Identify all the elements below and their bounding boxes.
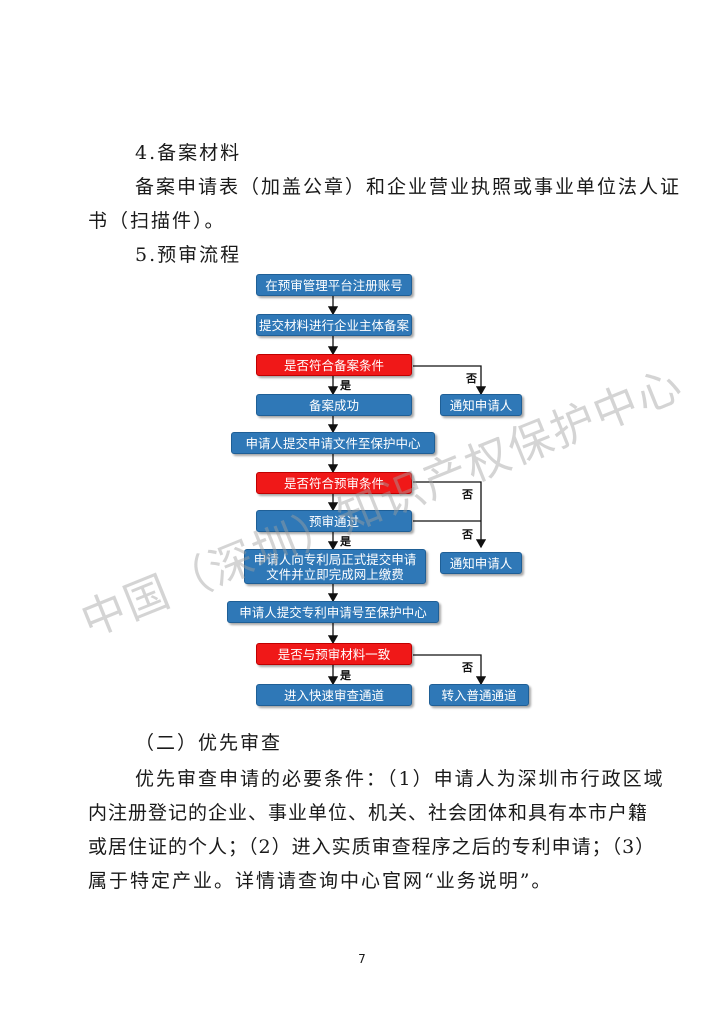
priority-paragraph-line2: 内注册登记的企业、事业单位、机关、社会团体和具有本市户籍 — [88, 802, 649, 824]
flow-no-label-4: 否 — [462, 661, 473, 674]
flow-formal-submission: 申请人向专利局正式提交申请 文件并立即完成网上缴费 — [244, 549, 426, 584]
flow-register-account: 在预审管理平台注册账号 — [256, 274, 412, 296]
page-number: 7 — [358, 952, 366, 966]
section4-paragraph-line1: 备案申请表（加盖公章）和企业营业执照或事业单位法人证 — [135, 176, 682, 198]
priority-paragraph-line1: 优先审查申请的必要条件：（1）申请人为深圳市行政区域 — [135, 768, 665, 790]
priority-paragraph-line3: 或居住证的个人；（2）进入实质审查程序之后的专利申请；（3） — [88, 836, 656, 858]
flow-no-label-1: 否 — [466, 372, 477, 385]
flow-prereview-passed: 预审通过 — [256, 510, 412, 532]
flow-filing-success: 备案成功 — [256, 394, 412, 416]
flow-yes-label-3: 是 — [340, 669, 351, 682]
flowchart-connectors — [327, 296, 487, 686]
flow-no-label-3: 否 — [462, 528, 473, 541]
flow-submit-to-center: 申请人提交申请文件至保护中心 — [231, 432, 435, 454]
flow-normal-track: 转入普通通道 — [429, 684, 529, 706]
flow-yes-label-1: 是 — [340, 379, 351, 392]
priority-heading: （二）优先审查 — [135, 732, 283, 754]
flow-submit-filing: 提交材料进行企业主体备案 — [256, 314, 412, 336]
section5-heading: 5.预审流程 — [135, 244, 242, 266]
flow-submit-application-number: 申请人提交专利申请号至保护中心 — [227, 601, 439, 623]
flow-fast-track: 进入快速审查通道 — [256, 684, 412, 706]
section4-paragraph-line2: 书（扫描件）。 — [88, 210, 226, 232]
flow-no-label-2: 否 — [462, 488, 473, 501]
flow-notify-applicant-2: 通知申请人 — [440, 552, 522, 574]
flow-yes-label-2: 是 — [340, 535, 351, 548]
priority-paragraph-line4: 属于特定产业。详情请查询中心官网“业务说明”。 — [88, 870, 553, 892]
flow-check-prereview: 是否符合预审条件 — [256, 472, 412, 494]
flow-formal-submission-line1: 申请人向专利局正式提交申请 — [253, 551, 417, 567]
flow-check-consistency: 是否与预审材料一致 — [256, 643, 412, 665]
flow-formal-submission-line2: 文件并立即完成网上缴费 — [266, 566, 404, 582]
flow-notify-applicant-1: 通知申请人 — [440, 394, 522, 416]
section4-heading: 4.备案材料 — [135, 142, 242, 164]
flow-check-filing: 是否符合备案条件 — [256, 354, 412, 376]
